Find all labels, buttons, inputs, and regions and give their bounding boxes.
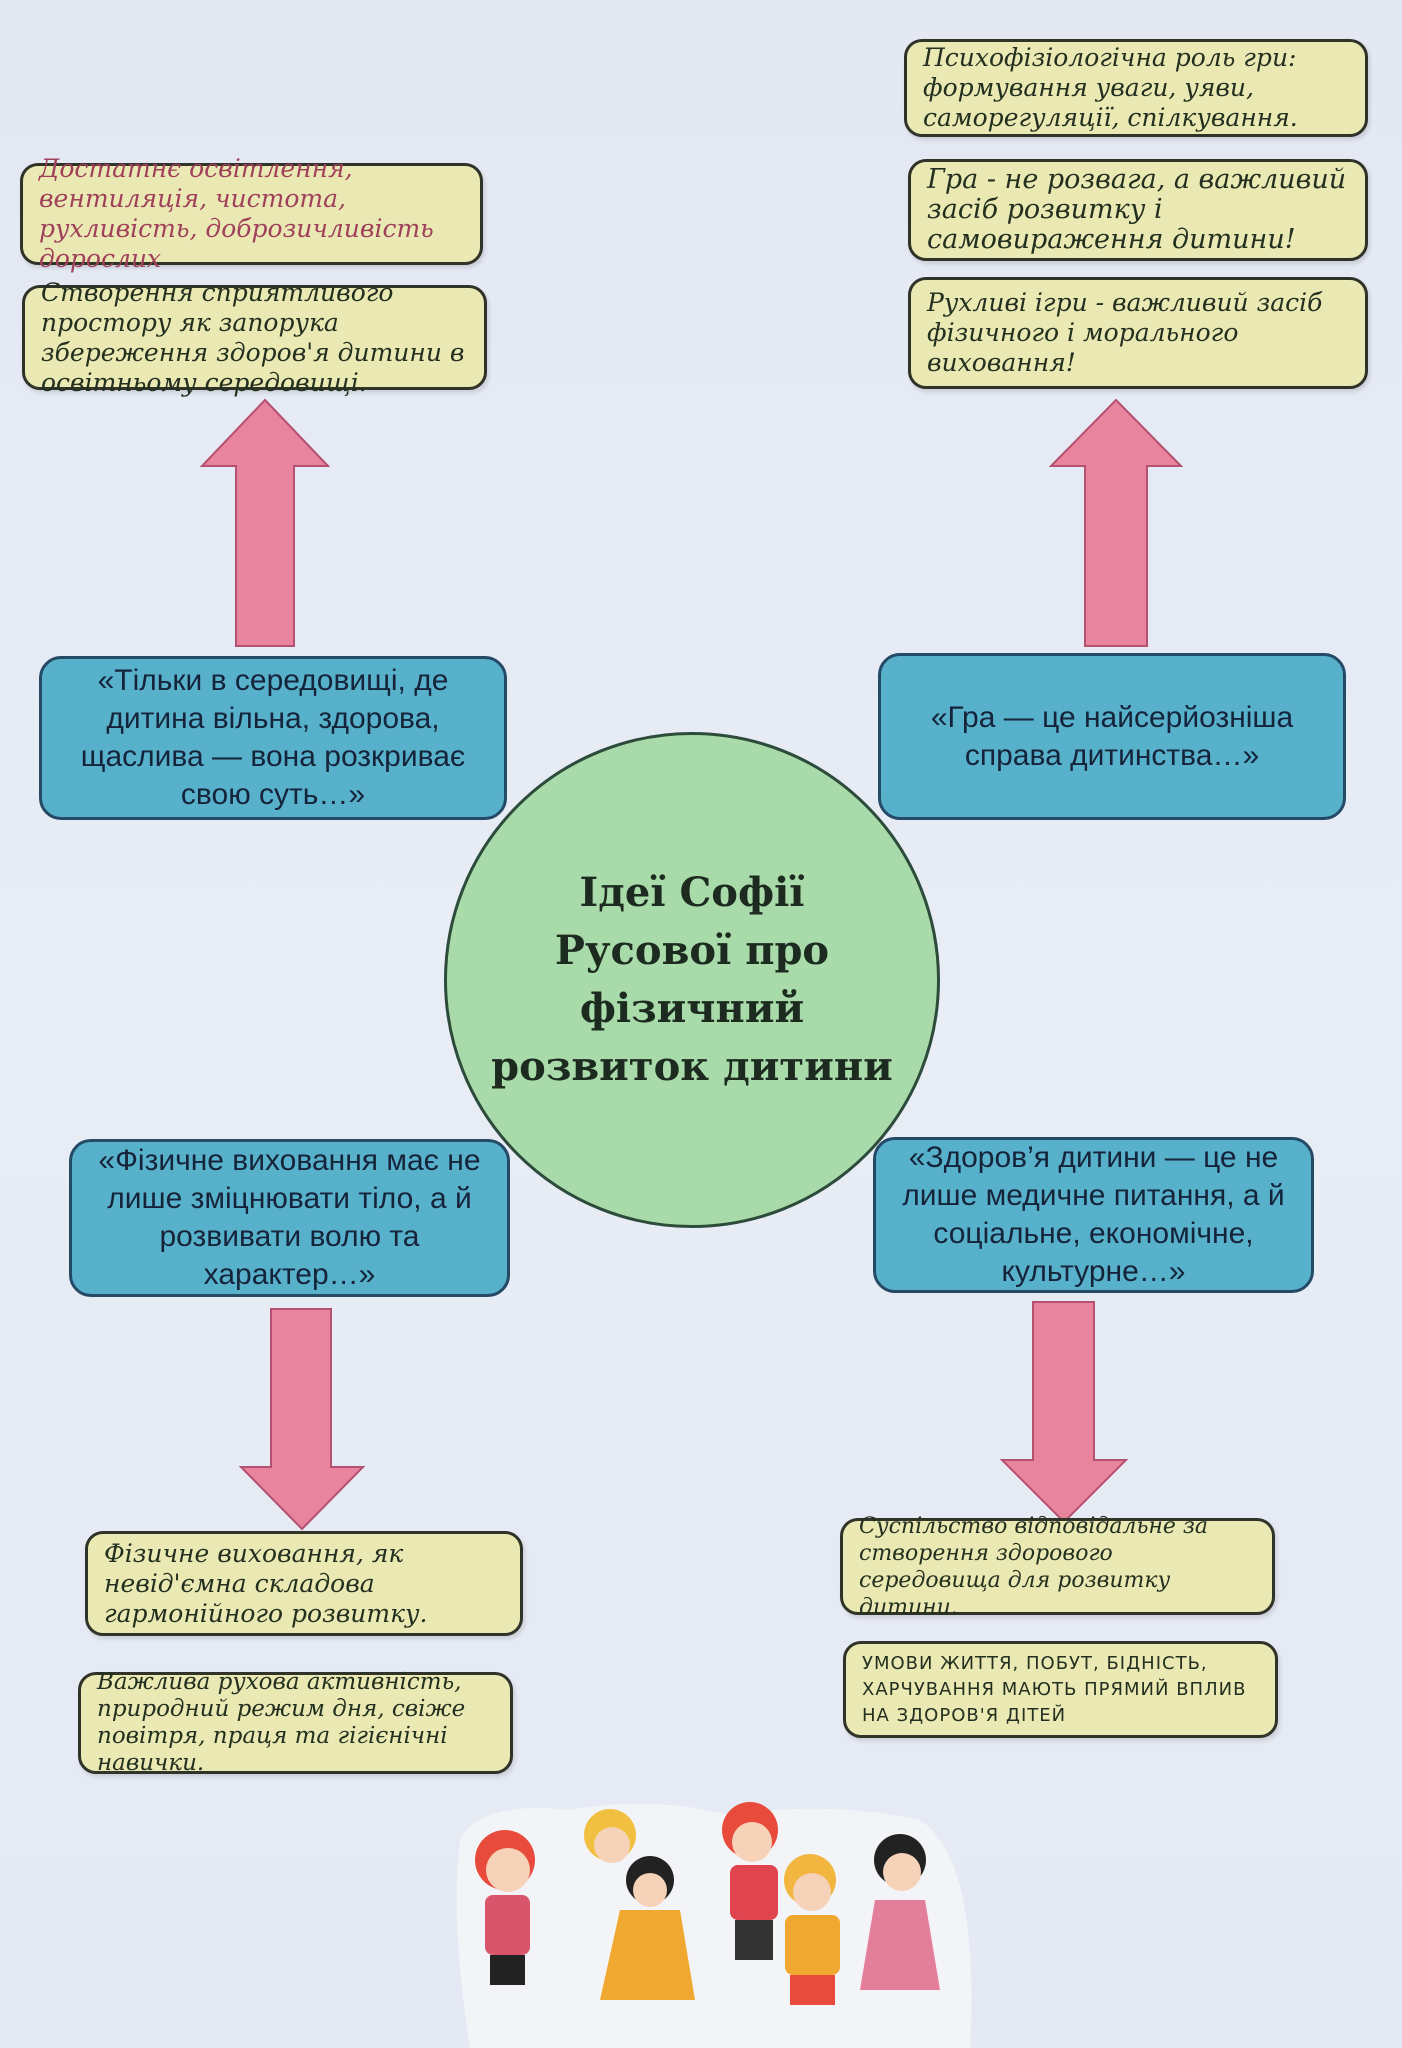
- center-title-circle: Ідеї Софії Русової про фізичний розвиток…: [444, 732, 940, 1228]
- note-bottom-left-2: Важлива рухова активність, природний реж…: [78, 1669, 513, 1776]
- arrow-up-right-icon: [1049, 398, 1183, 647]
- child-5: [860, 1834, 940, 1990]
- child-1: [475, 1830, 535, 1985]
- note-top-left-2: Створення сприятливого простору як запор…: [22, 278, 487, 397]
- children-dancing-illustration: [456, 1802, 972, 2048]
- quote-top-left: «Тільки в середовищі, де дитина вільна, …: [39, 656, 507, 820]
- note-bottom-right-2: Умови життя, побут, бідність, харчування…: [843, 1641, 1278, 1738]
- quote-top-right: «Гра — це найсерйозніша справа дитинства…: [878, 653, 1346, 820]
- note-bottom-left-1: Фізичне виховання, як невід'ємна складов…: [85, 1531, 523, 1636]
- child-2: [584, 1809, 695, 2000]
- quote-bottom-left: «Фізичне виховання має не лише зміцнюват…: [69, 1139, 510, 1297]
- note-top-right-2: Гра - не розвага, а важливий засіб розви…: [908, 159, 1368, 261]
- child-4: [784, 1854, 840, 2005]
- arrow-up-left-icon: [200, 398, 330, 647]
- arrow-down-left-icon: [239, 1308, 365, 1531]
- note-top-left-1: Достатнє освітлення, вентиляція, чистота…: [20, 154, 483, 273]
- note-top-right-3: Рухливі ігри - важливий засіб фізичного …: [908, 277, 1368, 389]
- arrow-down-right-icon: [1000, 1301, 1128, 1524]
- center-title: Ідеї Софії Русової про фізичний розвиток…: [491, 869, 893, 1090]
- child-3: [722, 1802, 778, 1960]
- note-bottom-right-1: Суспільство відповідальне за створення з…: [840, 1514, 1275, 1620]
- note-top-right-1: Психофізіологічна роль гри: формування у…: [904, 39, 1368, 137]
- quote-bottom-right: «Здоров’я дитини — це не лише медичне пи…: [873, 1137, 1314, 1293]
